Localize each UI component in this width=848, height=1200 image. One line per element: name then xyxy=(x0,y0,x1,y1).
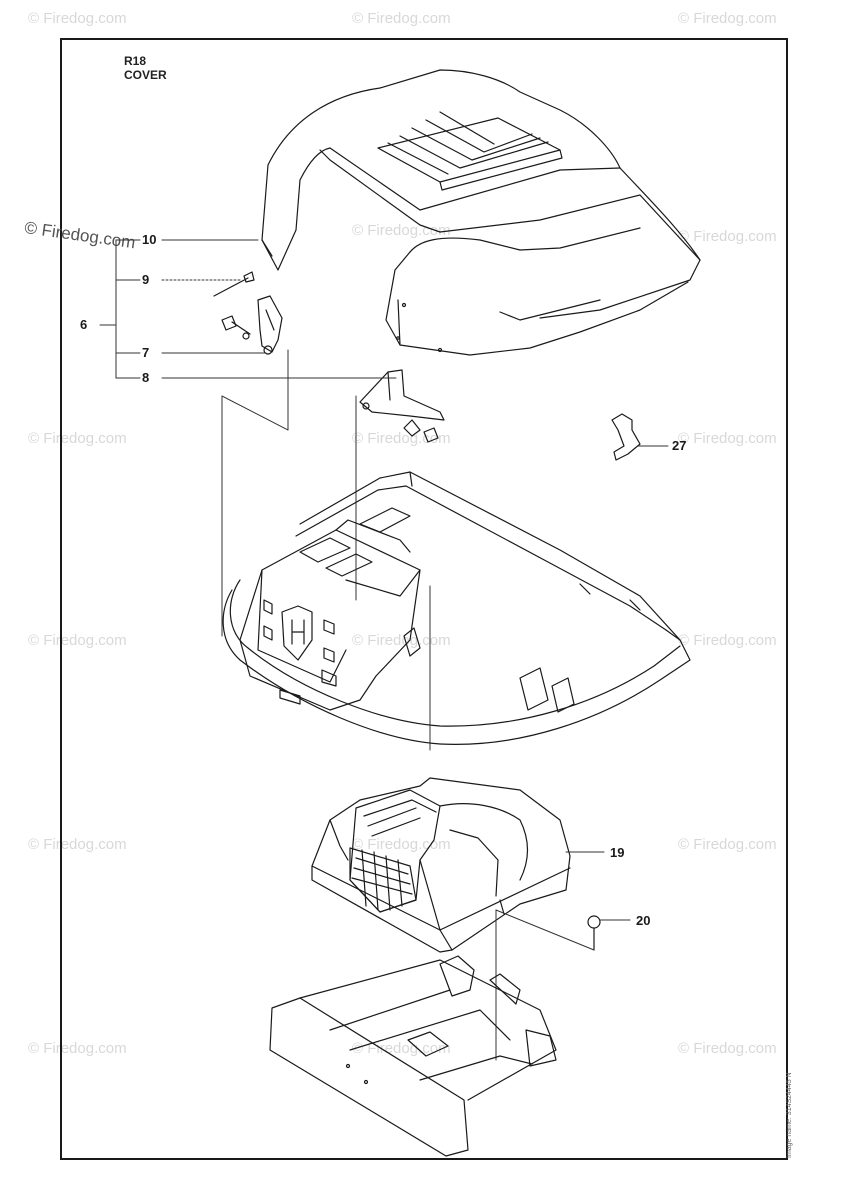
callout-8: 8 xyxy=(142,370,150,385)
watermark-text: © Firedog.com xyxy=(352,430,451,447)
chassis-frame-part xyxy=(222,471,691,745)
bracket-part-7 xyxy=(221,295,283,355)
callout-20: 20 xyxy=(636,913,651,928)
diagram-frame xyxy=(60,38,788,1160)
watermark-text: © Firedog.com xyxy=(352,632,451,649)
clip-part-27 xyxy=(611,413,641,461)
image-code: Image name: 314S24445 N xyxy=(786,1072,793,1158)
base-plate-part xyxy=(269,955,557,1157)
watermark-text: © Firedog.com xyxy=(352,222,451,239)
section-code: R18 xyxy=(124,54,147,68)
watermark-text: © Firedog.com xyxy=(678,632,777,649)
callout-10: 10 xyxy=(142,232,157,247)
watermark-text: © Firedog.com xyxy=(678,1040,777,1057)
watermark-text: © Firedog.com xyxy=(678,228,777,245)
watermark-text: © Firedog.com xyxy=(28,430,127,447)
leader-lines-group xyxy=(99,239,669,751)
watermark-text: © Firedog.com xyxy=(28,836,127,853)
watermark-text: © Firedog.com xyxy=(28,10,127,27)
callout-19: 19 xyxy=(610,845,625,860)
watermark-text: © Firedog.com xyxy=(28,1040,127,1057)
control-cover-part-19 xyxy=(311,777,571,953)
callout-9: 9 xyxy=(142,272,150,287)
watermark-text: © Firedog.com xyxy=(352,836,451,853)
top-cover-part xyxy=(261,69,701,356)
screw-part-9 xyxy=(213,271,255,297)
section-name: COVER xyxy=(124,68,167,82)
watermark-text: © Firedog.com xyxy=(352,1040,451,1057)
bracket-part-8 xyxy=(359,369,445,443)
watermark-text: © Firedog.com xyxy=(678,10,777,27)
watermark-text: © Firedog.com xyxy=(28,632,127,649)
watermark-text: © Firedog.com xyxy=(678,836,777,853)
callout-27: 27 xyxy=(672,438,687,453)
watermark-text: © Firedog.com xyxy=(678,430,777,447)
screw-part-20 xyxy=(587,915,601,951)
watermark-text: © Firedog.com xyxy=(352,10,451,27)
callout-6: 6 xyxy=(80,317,88,332)
diagram-title: R18 COVER xyxy=(124,54,167,82)
callout-7: 7 xyxy=(142,345,150,360)
leader-lines-lower xyxy=(495,851,631,1061)
